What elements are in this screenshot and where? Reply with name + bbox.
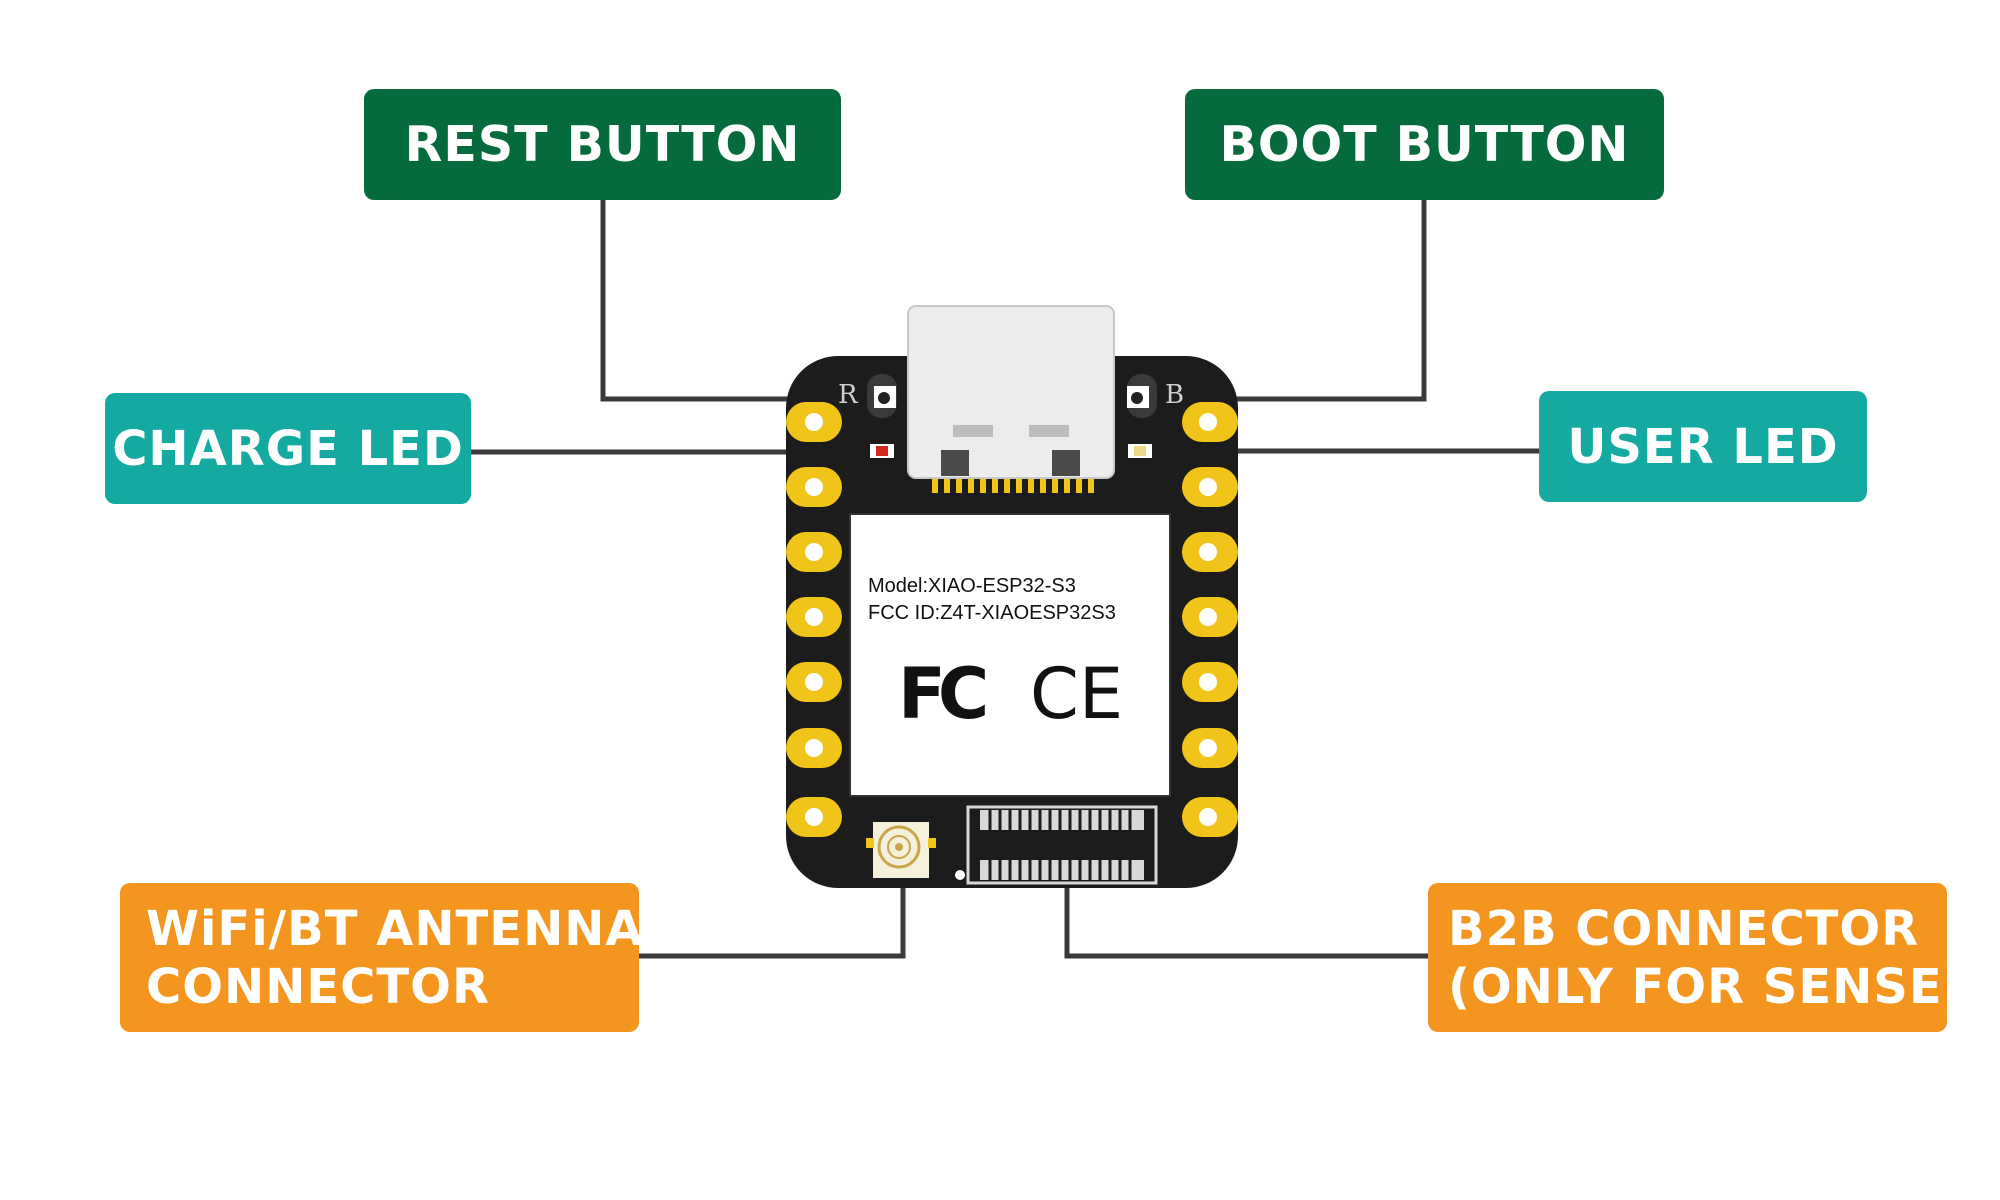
antenna-connector-callout: WiFi/BT ANTENNA CONNECTOR [120, 883, 643, 1032]
pad [1182, 597, 1238, 637]
pad [786, 728, 842, 768]
b2b-connector-callout: B2B CONNECTOR (ONLY FOR SENSE) [1428, 883, 1965, 1032]
rest-button-callout-text: REST BUTTON [404, 116, 801, 173]
pad [786, 467, 842, 507]
reset-silkscreen-mark: R [838, 380, 859, 410]
fcc-logo: FC [898, 653, 985, 735]
usb-c-connector [907, 305, 1115, 479]
pad [1182, 797, 1238, 837]
reset-button [867, 374, 897, 418]
antenna-callout-line-1: WiFi/BT ANTENNA [146, 900, 644, 957]
charge-led [870, 444, 894, 458]
rf-shield-label [849, 513, 1171, 797]
pad [786, 797, 842, 837]
fcc-id-text: FCC ID:Z4T-XIAOESP32S3 [868, 602, 1116, 624]
b2b-callout-line-1: B2B CONNECTOR [1448, 900, 1920, 957]
rest-button-callout: REST BUTTON [364, 89, 841, 200]
ce-logo: CE [1030, 653, 1123, 735]
charge-led-callout-text: CHARGE LED [112, 420, 464, 477]
user-led-callout-text: USER LED [1567, 418, 1839, 475]
boot-silkscreen-mark: B [1165, 380, 1184, 410]
boot-button-callout-text: BOOT BUTTON [1219, 116, 1630, 173]
pad [786, 662, 842, 702]
pad [786, 532, 842, 572]
charge-led-callout: CHARGE LED [105, 393, 471, 504]
user-led-callout: USER LED [1539, 391, 1867, 502]
pad [786, 597, 842, 637]
pad [1182, 467, 1238, 507]
pad [1182, 728, 1238, 768]
boot-button [1127, 374, 1157, 418]
b2b-callout-line-2: (ONLY FOR SENSE) [1448, 958, 1966, 1015]
b2b-pin-gaps [988, 810, 1132, 880]
right-pads [1182, 402, 1238, 837]
left-pads [786, 402, 842, 837]
pad [786, 402, 842, 442]
user-led [1128, 444, 1152, 458]
antenna-connector [866, 822, 936, 878]
pad [1182, 532, 1238, 572]
boot-button-callout: BOOT BUTTON [1185, 89, 1664, 200]
antenna-callout-line-2: CONNECTOR [146, 958, 490, 1015]
model-text: Model:XIAO-ESP32-S3 [868, 575, 1076, 597]
usb-pins [932, 479, 1094, 493]
pad [1182, 402, 1238, 442]
leader-antenna [639, 873, 906, 959]
pad [1182, 662, 1238, 702]
